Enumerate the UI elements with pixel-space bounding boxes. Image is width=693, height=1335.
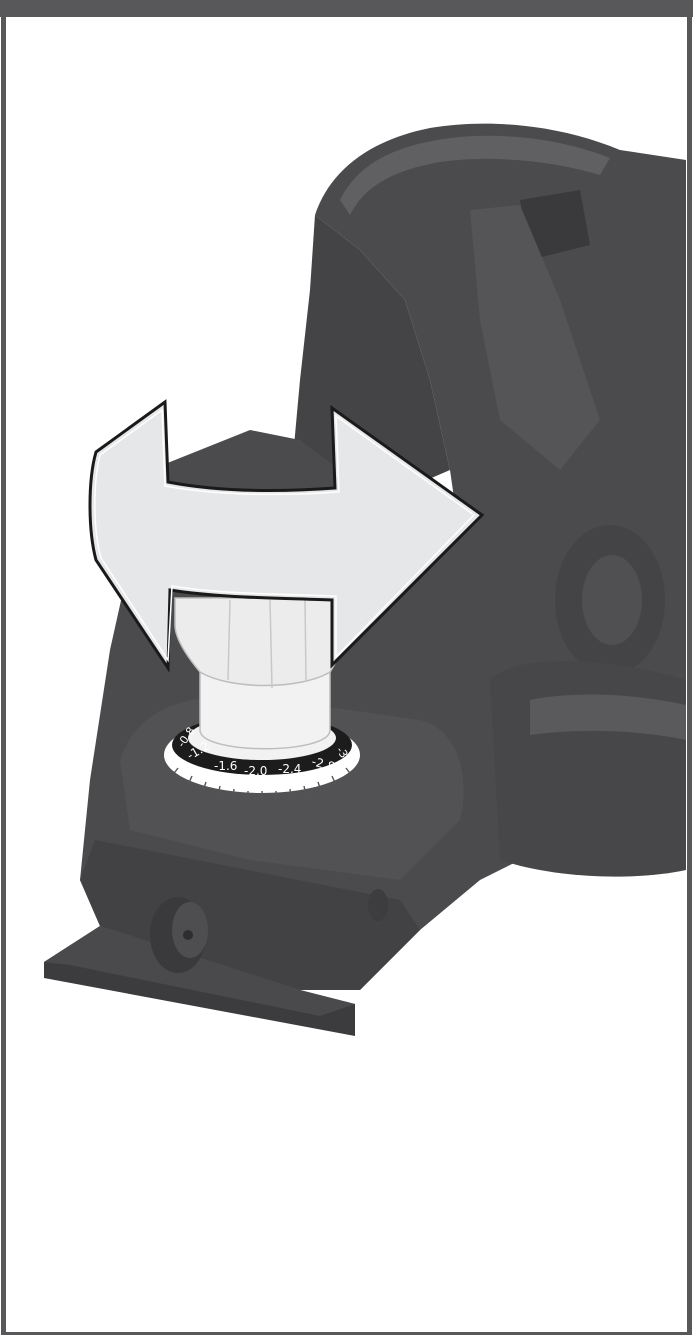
planer-body (44, 123, 686, 1036)
motor-housing (490, 661, 686, 877)
knob-cylinder (199, 664, 331, 750)
dial-label: -2.0 (244, 764, 267, 778)
knob-cap (174, 597, 346, 687)
dial-label: -2.8 (310, 754, 336, 774)
side-knob-icon (150, 897, 208, 973)
handle-top-highlight (340, 135, 610, 215)
front-column (290, 215, 450, 500)
housing-front-face (80, 840, 420, 990)
rotate-arrow-icon (88, 399, 485, 673)
handle-inner-panel (470, 205, 600, 470)
exhaust-port-inner (582, 555, 642, 645)
dial-ticks (171, 767, 353, 800)
handle-grip-ridges (520, 190, 590, 260)
dial-label: -1.6 (214, 759, 237, 773)
knob-cap-facets (227, 599, 307, 689)
side-screw (368, 889, 388, 921)
depth-dial-icon: -0.8 -1.2 -1.6 -2.0 -2.4 -2.8 -3.2 (164, 597, 360, 800)
motor-ridge (530, 694, 686, 740)
rotate-arrow-outline (94, 408, 476, 663)
base-plate-top (44, 926, 355, 1016)
dial-label: -2.4 (278, 762, 301, 776)
